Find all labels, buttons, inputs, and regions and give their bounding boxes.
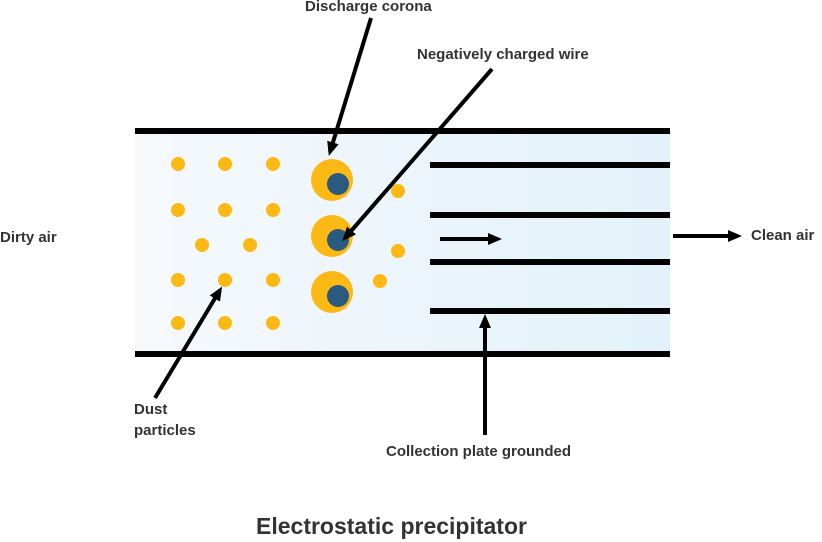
label-negatively-charged-wire: Negatively charged wire [417,46,589,63]
dust-particle [391,184,405,198]
dust-particle [171,316,185,330]
dust-particles [171,157,405,330]
dust-particle [195,238,209,252]
dust-particle [171,157,185,171]
collection-plates [430,162,670,314]
dust-particle [266,316,280,330]
dust-particle [218,316,232,330]
dust-particle [218,203,232,217]
diagram-title: Electrostatic precipitator [256,513,527,539]
label-dust-particles-line1: Dust [134,401,168,418]
negative-wire-pointer [342,67,494,242]
negative-wire [327,229,349,251]
label-discharge-corona: Discharge corona [305,0,432,15]
label-dust-particles-line2: particles [134,422,196,439]
label-collection-plate: Collection plate grounded [386,443,572,460]
negative-wire [327,173,349,195]
dust-particle [391,244,405,258]
charged-wires [311,159,353,313]
dust-particle [171,273,185,287]
dust-particle [218,273,232,287]
label-clean-air: Clean air [751,227,815,244]
dust-particle [171,203,185,217]
dust-particle [266,273,280,287]
discharge-corona-pointer [327,17,373,156]
dust-particle [266,203,280,217]
dust-particles-pointer [153,286,223,400]
dust-particle [218,157,232,171]
dust-particle [266,157,280,171]
negative-wire [327,285,349,307]
dust-particle [243,238,257,252]
dust-particle [373,274,387,288]
label-dirty-air: Dirty air [0,229,57,246]
